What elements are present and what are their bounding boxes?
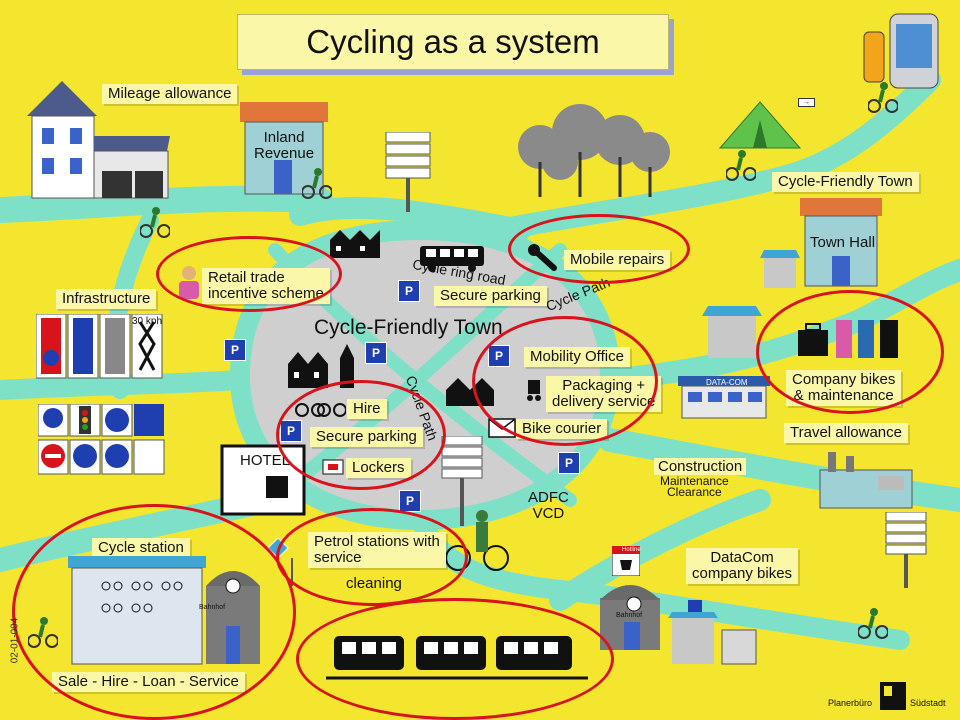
cycle-friendly-town-right-label: Cycle-Friendly Town <box>772 172 919 192</box>
phone-icon <box>612 546 640 576</box>
road-signs-icon <box>36 314 163 379</box>
mileage-allowance-label: Mileage allowance <box>102 84 238 104</box>
road-bottom-right <box>549 489 771 611</box>
parking-icon: P <box>365 342 387 364</box>
planerbuero-label: Planerbüro <box>828 698 873 708</box>
signpost-small: → <box>798 98 815 107</box>
ring-petrol <box>276 508 468 606</box>
ring-train <box>296 598 614 720</box>
road-top-center <box>289 196 531 241</box>
cyclist-icon <box>302 168 332 199</box>
speed-sign-label: 30 kph <box>132 316 163 327</box>
bike-shelter-icon <box>702 306 762 358</box>
maintenance-clearance-label: Maintenance Clearance <box>660 474 729 499</box>
construction-label: Construction <box>654 458 747 475</box>
parking-icon: P <box>224 339 246 361</box>
house-icon <box>27 81 170 199</box>
travel-allowance-label: Travel allowance <box>784 423 908 443</box>
trees-icon <box>518 104 670 197</box>
document-code: 02-01-004 <box>9 617 21 664</box>
cyclist-icon <box>726 150 756 181</box>
infrastructure-label: Infrastructure <box>56 289 157 309</box>
ring-retail <box>156 236 342 312</box>
cycle-friendly-town-center-label: Cycle-Friendly Town <box>314 316 503 339</box>
bus-icon <box>420 246 484 272</box>
bike-shelter-icon <box>668 600 757 665</box>
bike-shelter-icon <box>760 250 800 288</box>
signpost-icon <box>385 132 431 212</box>
ring-mobility-office <box>472 316 658 446</box>
gps-device-icon <box>863 13 939 89</box>
ring-mobile-repairs <box>508 214 690 284</box>
inland-revenue-label: Inland Revenue <box>254 129 315 162</box>
factory-icon <box>819 452 913 509</box>
datacom-company-bikes-label: DataCom company bikes <box>686 548 799 584</box>
parking-icon: P <box>398 280 420 302</box>
parking-icon: P <box>558 452 580 474</box>
hotel-label: HOTEL <box>240 452 291 469</box>
ring-cycle-station <box>12 504 296 720</box>
bahnhof-label-right: Bahnhof <box>616 612 643 619</box>
secure-parking-top-label: Secure parking <box>434 286 547 306</box>
town-hall-icon <box>800 198 882 287</box>
houses-icon <box>330 230 380 258</box>
adfc-vcd-label: ADFC VCD <box>528 489 569 522</box>
station-icon <box>600 585 660 650</box>
tent-icon <box>718 101 802 149</box>
town-hall-label: Town Hall <box>810 234 876 251</box>
page-title: Cycling as a system <box>237 14 669 70</box>
cyclist-icon <box>858 608 888 639</box>
traffic-signs-icon <box>38 404 165 475</box>
ring-company-bikes <box>756 290 944 414</box>
inland-revenue-building-icon <box>240 102 328 195</box>
datacom-building-icon <box>678 376 770 419</box>
ring-hire <box>276 380 446 490</box>
parking-icon: P <box>399 490 421 512</box>
hotline-label: Hotline <box>622 547 641 553</box>
datacom-building-label: DATA-COM <box>706 378 748 387</box>
road-top-left <box>0 185 333 223</box>
signpost-icon <box>885 512 927 588</box>
suedstadt-label: Südstadt <box>910 698 946 708</box>
cyclist-icon <box>868 82 898 113</box>
cyclist-icon <box>140 207 170 238</box>
logo-icon <box>880 682 906 710</box>
